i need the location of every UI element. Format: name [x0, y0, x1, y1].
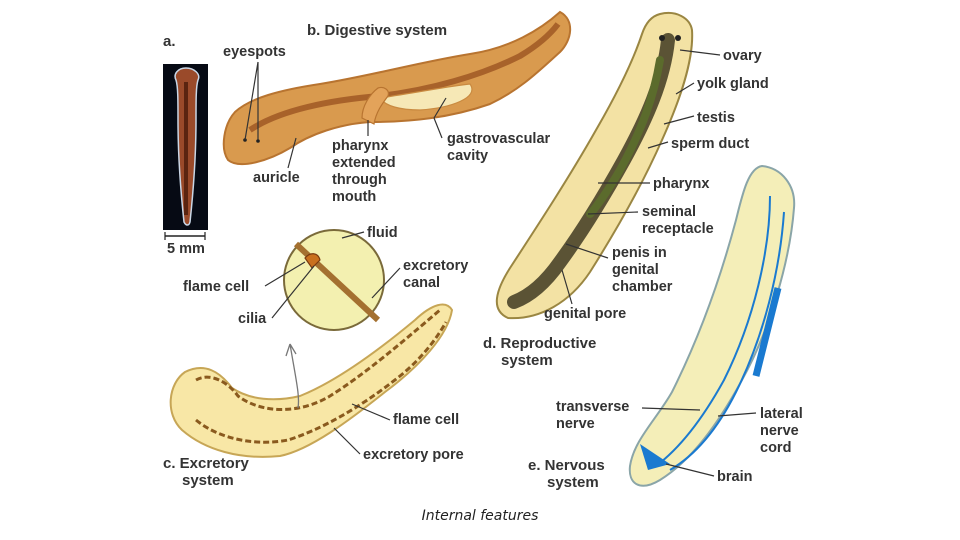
flame-cell-body: [304, 253, 321, 269]
panel-b-title: b. Digestive system: [307, 22, 447, 39]
reproductive-pharynx: [586, 56, 664, 218]
label-penis-genital-chamber: penis in genital chamber: [612, 245, 673, 295]
panel-c: fluid flame cell cilia excretory canal f…: [163, 225, 468, 489]
label-ovary: ovary: [723, 48, 762, 64]
panel-a: a. 5 mm: [163, 33, 208, 257]
eyespot-d-left: [659, 35, 665, 41]
digestive-body: [222, 10, 572, 165]
label-eyespots: eyespots: [223, 44, 286, 60]
label-transverse-nerve: transverse nerve: [556, 399, 629, 432]
svg-text:system: system: [547, 474, 599, 491]
reproductive-body: [495, 12, 694, 320]
label-excretory-pore: excretory pore: [363, 447, 464, 463]
gastrovascular-cavity: [379, 83, 473, 111]
label-cilia: cilia: [238, 311, 267, 327]
label-seminal-receptacle: seminal receptacle: [642, 204, 714, 237]
svg-text:transverse: transverse: [556, 399, 629, 415]
panel-b: b. Digestive system eyespots auricle pha…: [222, 10, 572, 205]
svg-text:lateral: lateral: [760, 406, 803, 422]
label-genital-pore: genital pore: [544, 306, 626, 322]
panel-e: transverse nerve lateral nerve cord brai…: [528, 164, 803, 491]
label-testis: testis: [697, 110, 735, 126]
label-excretory-canal: excretory canal: [403, 258, 468, 291]
scale-label: 5 mm: [167, 241, 205, 257]
label-pharynx-d: pharynx: [653, 176, 709, 192]
eyespot-d-right: [675, 35, 681, 41]
excretory-canal-line: [195, 308, 441, 411]
svg-text:c. Excretory: c. Excretory: [163, 455, 250, 472]
label-yolk-gland: yolk gland: [697, 76, 769, 92]
svg-text:system: system: [501, 352, 553, 369]
svg-text:extended: extended: [332, 155, 396, 171]
svg-text:nerve: nerve: [760, 423, 799, 439]
figure-caption: Internal features: [421, 508, 539, 524]
label-brain: brain: [717, 469, 752, 485]
svg-text:pharynx: pharynx: [332, 138, 388, 154]
nervous-body: [628, 164, 796, 487]
label-flame-cell: flame cell: [393, 412, 459, 428]
svg-text:penis in: penis in: [612, 245, 667, 261]
label-sperm-duct: sperm duct: [671, 136, 749, 152]
svg-text:cavity: cavity: [447, 148, 488, 164]
excretory-body: [169, 303, 454, 458]
nerve-cord-right: [669, 211, 785, 471]
excretory-canal-line-2: [195, 321, 448, 444]
label-lateral-nerve-cord: lateral nerve cord: [760, 406, 803, 456]
svg-text:system: system: [182, 472, 234, 489]
svg-text:canal: canal: [403, 275, 440, 291]
nerve-highlight: [752, 287, 782, 377]
panel-c-title: c. Excretory system: [163, 455, 250, 489]
svg-text:cord: cord: [760, 440, 791, 456]
panel-e-title: e. Nervous system: [528, 457, 605, 491]
nerve-cord-left: [655, 195, 771, 467]
svg-text:genital: genital: [612, 262, 659, 278]
digestive-gut-main: [248, 22, 561, 133]
label-flame-cell-top: flame cell: [183, 279, 249, 295]
panel-d-title: d. Reproductive system: [483, 335, 596, 369]
label-gastrovascular-cavity: gastrovascular cavity: [447, 131, 551, 164]
svg-text:seminal: seminal: [642, 204, 696, 220]
label-fluid: fluid: [367, 225, 398, 241]
svg-text:gastrovascular: gastrovascular: [447, 131, 551, 147]
pharynx-tube: [361, 86, 389, 125]
svg-text:chamber: chamber: [612, 279, 673, 295]
panel-a-tag: a.: [163, 33, 176, 50]
svg-text:d. Reproductive: d. Reproductive: [483, 335, 596, 352]
label-pharynx-extended: pharynx extended through mouth: [332, 138, 396, 205]
panel-d: ovary yolk gland testis sperm duct phary…: [483, 12, 769, 369]
svg-text:excretory: excretory: [403, 258, 468, 274]
magnify-arrow: [285, 343, 300, 409]
svg-text:through: through: [332, 172, 387, 188]
svg-text:nerve: nerve: [556, 416, 595, 432]
svg-text:e. Nervous: e. Nervous: [528, 457, 605, 474]
svg-text:receptacle: receptacle: [642, 221, 714, 237]
eyespot-right: [256, 139, 260, 143]
svg-text:mouth: mouth: [332, 189, 376, 205]
brain-shape: [640, 444, 670, 470]
label-auricle: auricle: [253, 170, 300, 186]
